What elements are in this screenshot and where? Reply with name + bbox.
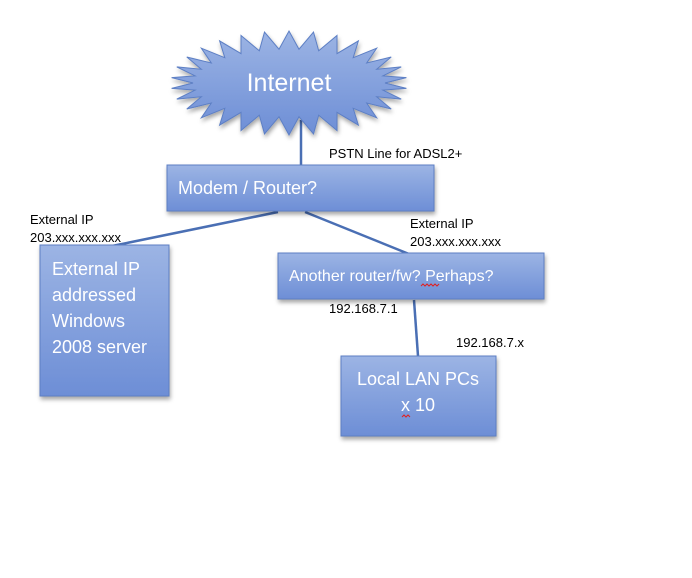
external-ip-left-value: 203.xxx.xxx.xxx <box>30 230 122 245</box>
spellcheck-underline-x <box>401 414 411 418</box>
windows-server-line-1: External IP <box>52 259 140 279</box>
external-ip-right-title: External IP <box>410 216 474 231</box>
another-router-label-pre: Another router/ <box>289 268 396 285</box>
internet-node: Internet <box>171 29 407 137</box>
lan-subnet-label: 192.168.7.x <box>456 335 524 350</box>
internet-starburst-shape <box>171 29 407 137</box>
another-router-node: Another router/fw? Perhaps? <box>277 252 545 300</box>
windows-server-line-4: 2008 server <box>52 337 147 357</box>
local-lan-line-2-x: x <box>401 395 410 415</box>
local-lan-line-2: x 10 <box>401 395 435 415</box>
external-ip-right-value: 203.xxx.xxx.xxx <box>410 234 502 249</box>
modem-router-label: Modem / Router? <box>178 178 317 198</box>
modem-router-node: Modem / Router? <box>166 164 435 212</box>
local-lan-box <box>340 355 497 437</box>
connector-router-lan <box>412 299 420 357</box>
spellcheck-underline-fw <box>420 283 440 287</box>
windows-server-line-3: Windows <box>52 311 125 331</box>
another-router-label: Another router/fw? Perhaps? <box>289 268 494 285</box>
external-ip-left-title: External IP <box>30 212 94 227</box>
another-router-label-fw: fw <box>396 268 412 285</box>
connector-modem-server <box>111 210 279 248</box>
local-lan-line-2-rest: 10 <box>410 395 435 415</box>
another-router-label-post: ? Perhaps? <box>412 268 494 285</box>
connector-modem-router <box>304 210 415 258</box>
windows-server-line-2: addressed <box>52 285 136 305</box>
windows-server-node: External IP addressed Windows 2008 serve… <box>39 244 170 397</box>
lan-gateway-label: 192.168.7.1 <box>329 301 398 316</box>
local-lan-node: Local LAN PCs x 10 <box>340 355 497 437</box>
windows-server-box <box>39 244 170 397</box>
internet-label: Internet <box>247 69 332 97</box>
local-lan-line-1: Local LAN PCs <box>357 369 479 389</box>
connectors <box>111 120 420 357</box>
another-router-box <box>277 252 545 300</box>
modem-router-box <box>166 164 435 212</box>
pstn-line-label: PSTN Line for ADSL2+ <box>329 146 462 161</box>
